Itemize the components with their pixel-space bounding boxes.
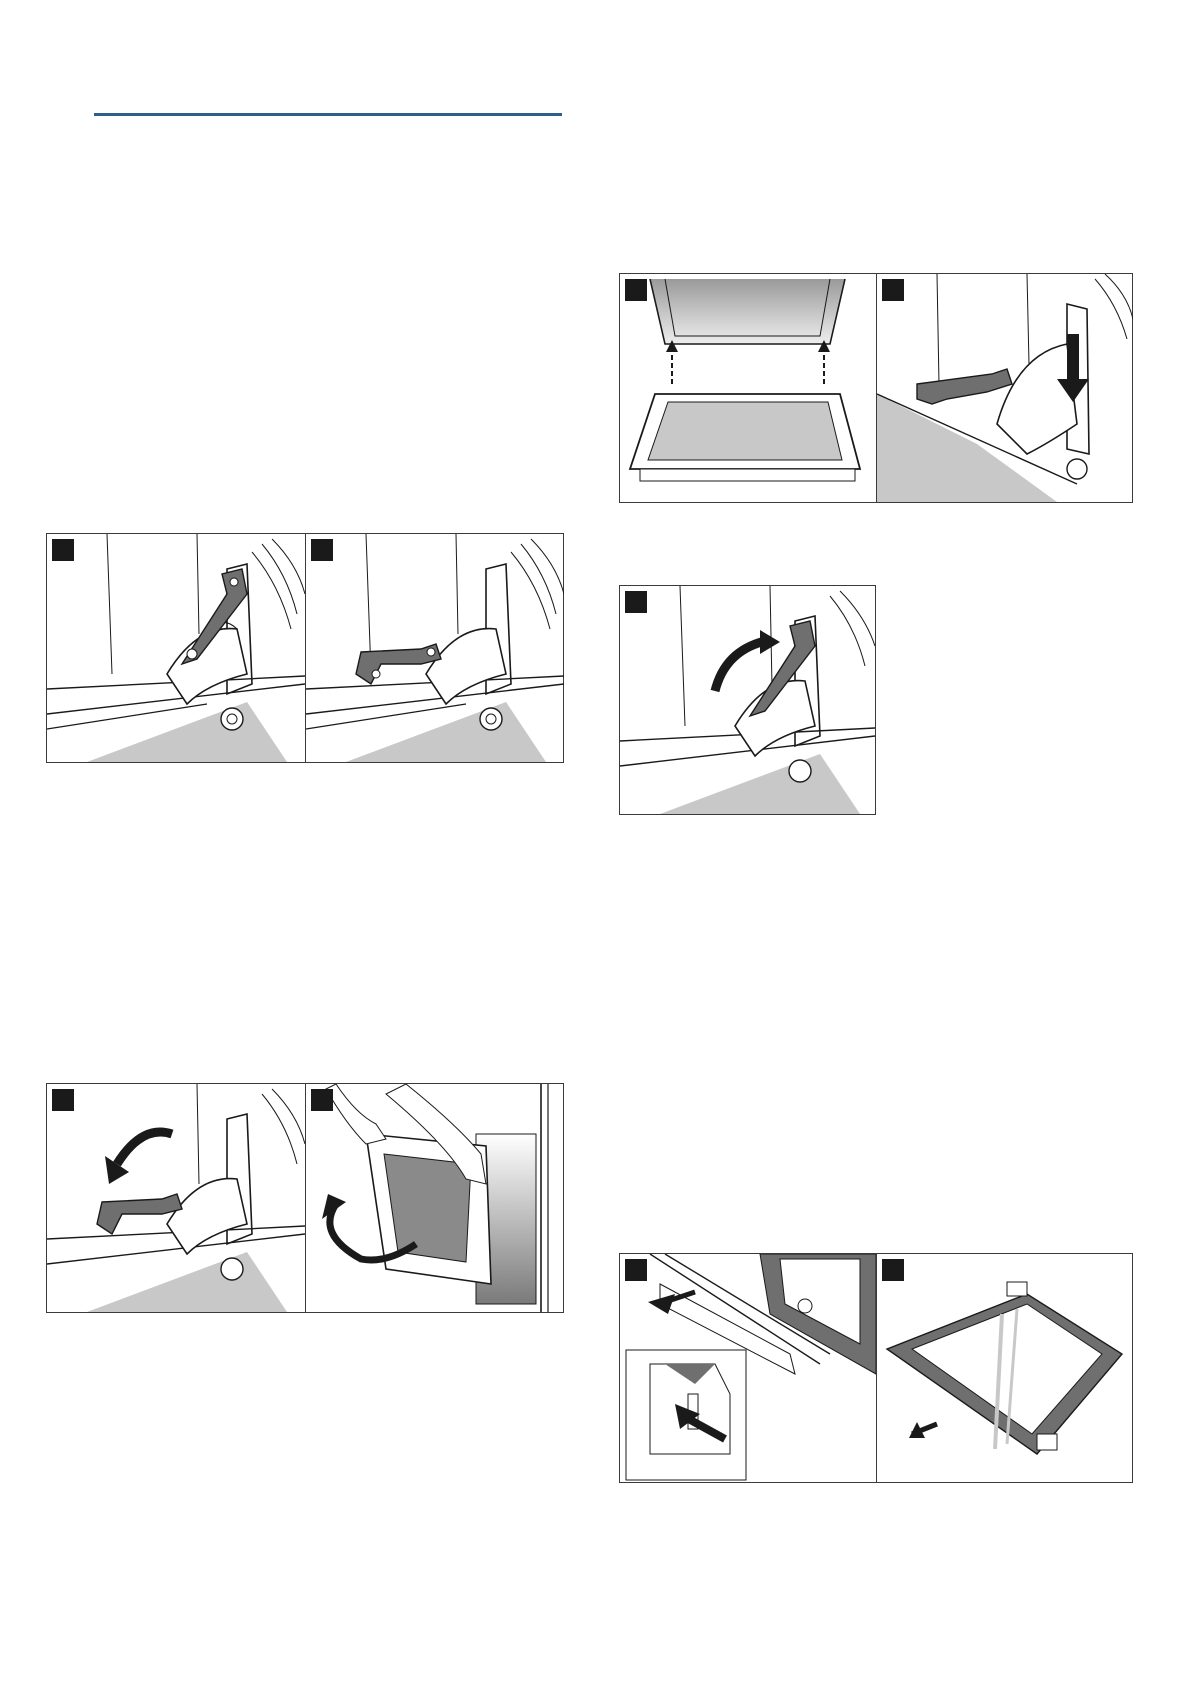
step-badge xyxy=(625,1259,647,1281)
panel-pull-strip xyxy=(620,1254,876,1482)
step-badge xyxy=(625,591,647,613)
panel-insert-hinge xyxy=(877,274,1133,502)
remove-door-illustration xyxy=(306,1084,564,1312)
pull-strip-illustration xyxy=(620,1254,876,1482)
figure-door-attach xyxy=(619,273,1133,503)
step-badge xyxy=(52,1089,74,1111)
figure-hinge-lock xyxy=(619,585,876,815)
insert-hinge-illustration xyxy=(877,274,1133,502)
hinge-open-illustration xyxy=(306,534,564,762)
slide-pane-illustration xyxy=(877,1254,1133,1482)
step-badge xyxy=(625,279,647,301)
step-badge xyxy=(882,1259,904,1281)
panel-rotate-lever xyxy=(47,1084,305,1312)
section-header-rule xyxy=(94,113,562,116)
figure-hinge-unlock xyxy=(46,533,564,763)
rotate-lever-illustration xyxy=(47,1084,305,1312)
panel-lock-lever xyxy=(620,586,875,814)
hinge-closed-illustration xyxy=(47,534,305,762)
panel-hinge-open xyxy=(306,534,564,762)
figure-glass-remove xyxy=(619,1253,1133,1483)
figure-door-lift xyxy=(46,1083,564,1313)
lock-lever-illustration xyxy=(620,586,875,814)
step-badge xyxy=(311,1089,333,1111)
step-badge xyxy=(52,539,74,561)
panel-hinge-closed xyxy=(47,534,305,762)
panel-remove-door xyxy=(306,1084,564,1312)
step-badge xyxy=(882,279,904,301)
panel-door-hooks xyxy=(620,274,876,502)
door-hooks-illustration xyxy=(620,274,876,502)
panel-slide-pane xyxy=(877,1254,1133,1482)
lock-arrow-icon xyxy=(760,630,780,654)
step-badge xyxy=(311,539,333,561)
